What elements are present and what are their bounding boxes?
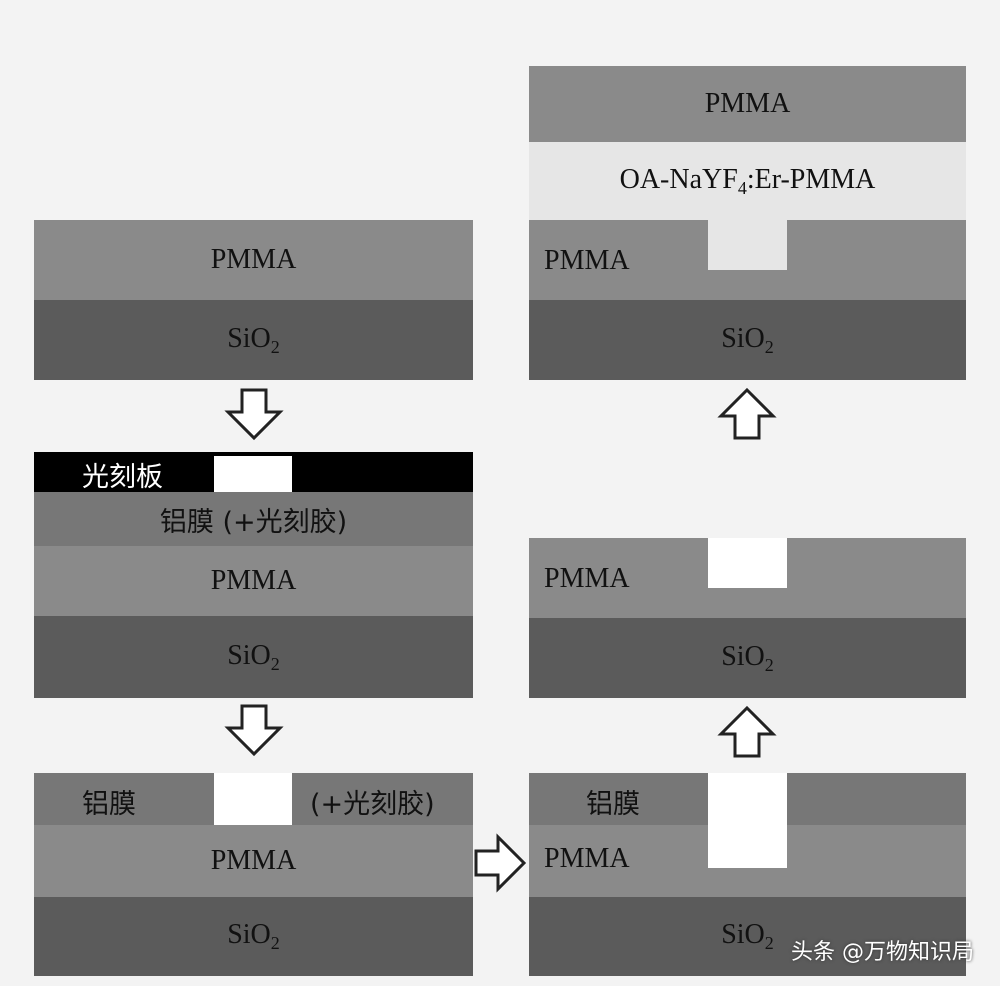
step6-sio2-label: SiO2 [721,322,774,357]
step3-pmma-layer: PMMA [34,825,473,897]
step2-sio2-layer: SiO2 [34,616,473,698]
step4-al-label: 铝膜 [586,789,640,820]
arrow-right-icon [474,833,527,893]
step3-al-label: 铝膜 [82,789,136,820]
step1-sio2-layer: SiO2 [34,300,473,380]
step2-al-layer: 铝膜 (+光刻胶) [34,492,473,546]
step3-sio2-label: SiO2 [227,919,280,953]
step6-sio2-layer: SiO2 [529,300,966,380]
step6-oa-label: OA-NaYF4:Er-PMMA [619,163,876,198]
step3-al-opening [214,773,292,825]
step3-al-left [34,773,214,825]
step1-pmma-label: PMMA [210,244,297,275]
step2-pmma-layer: PMMA [34,546,473,616]
step6-top-pmma-label: PMMA [704,88,791,119]
step6-top-pmma-layer: PMMA [529,66,966,142]
step2-pmma-label: PMMA [210,565,297,596]
photomask-label: 光刻板 [82,462,163,493]
step5-sio2-layer: SiO2 [529,618,966,698]
step6-filled-trench [708,220,787,270]
al-resist-label: 铝膜 (+光刻胶) [159,506,348,538]
step3-resist-label: (+光刻胶) [310,789,435,820]
step5-trench [708,538,787,588]
step4-al-left [529,773,708,825]
step2-sio2-label: SiO2 [227,639,280,674]
step4-al-right [787,773,966,825]
step4-sio2-layer: SiO2 [529,897,966,976]
step3-sio2-layer: SiO2 [34,897,473,976]
arrow-down-icon [224,388,284,441]
step6-oa-nayf4-layer: OA-NaYF4:Er-PMMA [529,142,966,220]
arrow-down-icon [224,704,284,757]
step6-pmma-label: PMMA [544,245,630,276]
watermark: 头条 @万物知识局 [791,940,974,965]
arrow-up-icon [717,705,777,758]
arrow-up-icon [717,387,777,440]
step1-pmma-layer: PMMA [34,220,473,300]
step3-pmma-label: PMMA [210,845,297,876]
step4-trench [708,773,787,868]
step4-sio2-label: SiO2 [721,919,774,953]
step5-pmma-label: PMMA [544,563,630,594]
step1-sio2-label: SiO2 [227,322,280,357]
step4-pmma-label: PMMA [544,843,630,874]
step3-al-right [292,773,473,825]
step5-sio2-label: SiO2 [721,640,774,675]
photomask-opening [214,456,292,492]
